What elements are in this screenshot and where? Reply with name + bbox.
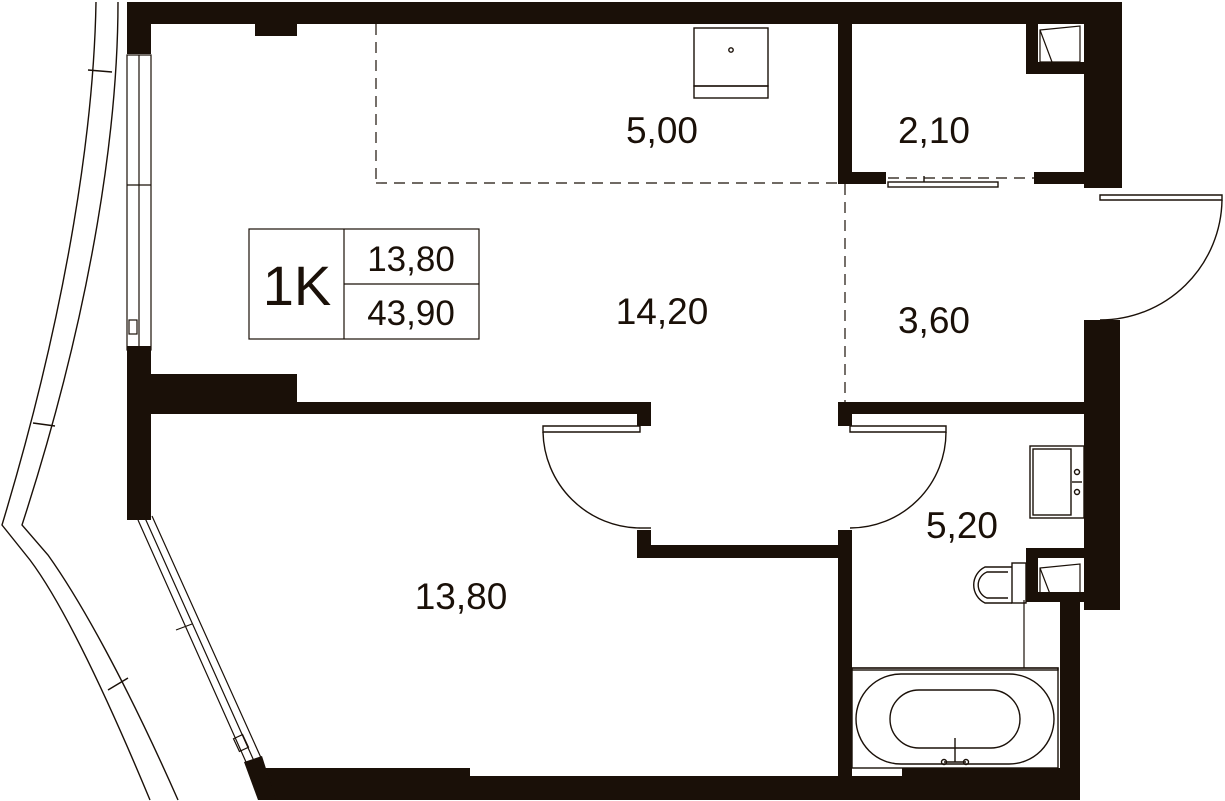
living-area-label: 14,20 (616, 291, 709, 332)
wall-left (127, 346, 151, 520)
badge-total-area: 43,90 (367, 294, 455, 333)
bathroom-area-label: 5,20 (926, 505, 998, 546)
toilet-icon (973, 562, 1027, 604)
badge-type: 1K (263, 254, 332, 317)
wardrobe-area-label: 2,10 (898, 110, 970, 151)
walls (127, 2, 1122, 800)
wardrobe-corner-icon (1039, 25, 1081, 63)
apartment-badge (248, 228, 480, 340)
wall-right-top (1084, 2, 1122, 188)
kitchen-area-label: 5,00 (626, 110, 698, 151)
bathtub-icon (851, 667, 1059, 769)
hall-area-label: 3,60 (898, 300, 970, 341)
shaft-icon (1023, 563, 1081, 668)
kitchen-sink-icon (693, 27, 769, 99)
facade-lines (1, 1, 179, 801)
bedroom-area-label: 13,80 (415, 576, 508, 617)
wall-top (127, 2, 1117, 24)
wall-bottom (262, 768, 470, 800)
zone-dividers (375, 24, 1034, 402)
bathroom-sink-icon (1029, 445, 1085, 519)
wall-wardrobe (838, 24, 852, 184)
badge-living-area: 13,80 (367, 240, 455, 279)
wall-right-bottom (1084, 320, 1120, 610)
wall-middle-left (297, 402, 651, 414)
door-swing-icon (542, 176, 1223, 529)
